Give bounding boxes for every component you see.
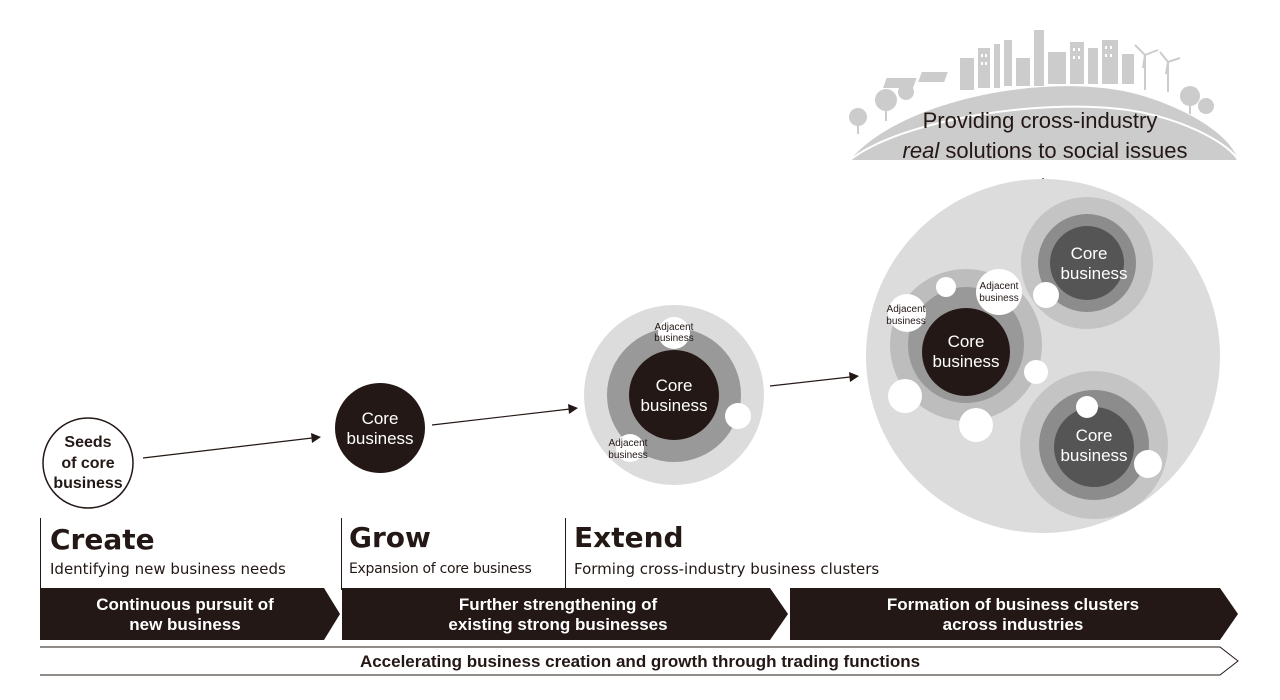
banner-create-line2: new business: [129, 615, 240, 634]
cluster-main-core-line1: Core: [948, 332, 985, 351]
phase-subtitle-extend: Forming cross-industry business clusters: [574, 560, 880, 578]
goal-text-rest: solutions to social issues: [939, 138, 1187, 163]
flow-arrow-2: [431, 408, 571, 426]
phase-divider-create: [40, 518, 41, 590]
core-circle-grow: Core business: [335, 383, 425, 473]
cluster-adj-right-line2: business: [979, 293, 1018, 304]
goal-emphasis: real: [903, 138, 941, 163]
phase-subtitle-grow: Expansion of core business: [349, 561, 532, 577]
banner-extend-line2: across industries: [943, 615, 1084, 634]
cluster-adj-left-line1: Adjacent: [887, 304, 926, 315]
cluster-main-core-line2: business: [932, 352, 999, 371]
globe-city-illustration: [849, 30, 1239, 161]
extend-adj-top-line2: business: [654, 333, 693, 344]
goal-text-line1: Providing cross-industry: [923, 108, 1158, 133]
seed-circle: Seeds of core business: [42, 417, 134, 509]
extend-adj-top-line1: Adjacent: [655, 322, 694, 333]
banner-grow-line2: existing strong businesses: [448, 615, 667, 634]
phase-subtitle-create: Identifying new business needs: [50, 560, 286, 578]
phase-title-create: Create: [50, 523, 155, 556]
extend-core-line1: Core: [656, 376, 693, 395]
flow-arrow-1: [142, 437, 313, 459]
seed-label-line1: Seeds: [64, 434, 111, 451]
seed-label-line3: business: [53, 475, 122, 492]
goal-text-line2: real solutions to social issues: [903, 138, 1188, 163]
cluster-adj-left-line2: business: [886, 316, 925, 327]
extend-adj-bottom-line1: Adjacent: [609, 438, 648, 449]
phase-title-extend: Extend: [574, 521, 684, 554]
banner-grow-line1: Further strengthening of: [459, 595, 658, 614]
seed-label-line2: of core: [61, 455, 114, 472]
phase-divider-extend: [565, 518, 566, 590]
banner-create-line1: Continuous pursuit of: [96, 595, 274, 614]
arrowhead-2-icon: [568, 404, 578, 414]
extend-cluster: Core business Adjacent business Adjacent…: [584, 305, 764, 485]
cluster-upper-core-line2: business: [1060, 264, 1127, 283]
banner-create: Continuous pursuit of new business: [40, 588, 340, 640]
grow-core-line1: Core: [362, 409, 399, 428]
banner-grow: Further strengthening of existing strong…: [342, 588, 788, 640]
bottom-banner: Accelerating business creation and growt…: [40, 646, 1239, 676]
extend-core-line2: business: [640, 396, 707, 415]
banner-extend-line1: Formation of business clusters: [887, 595, 1139, 614]
phase-divider-grow: [341, 518, 342, 590]
extend-adj-bottom-line2: business: [608, 450, 647, 461]
cluster-lower-core-line2: business: [1060, 446, 1127, 465]
arrowhead-3-icon: [849, 372, 859, 382]
cluster-upper-core-line1: Core: [1071, 244, 1108, 263]
arrowhead-1-icon: [311, 433, 321, 443]
cluster-adj-right-line1: Adjacent: [980, 281, 1019, 292]
grow-core-line2: business: [346, 429, 413, 448]
cluster-lower-core-line1: Core: [1076, 426, 1113, 445]
phase-title-grow: Grow: [349, 521, 431, 554]
bottom-banner-text: Accelerating business creation and growt…: [360, 652, 920, 671]
flow-arrow-3: [769, 376, 851, 387]
business-cluster-group: Core business Adjacent business Adjacent…: [866, 179, 1220, 533]
banner-extend: Formation of business clusters across in…: [790, 588, 1238, 640]
